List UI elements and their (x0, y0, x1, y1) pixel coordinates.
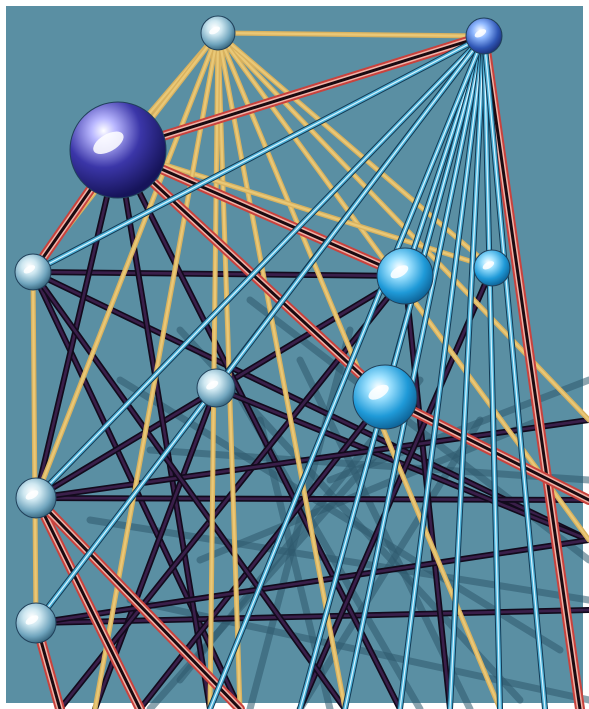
red-line-1 (113, 31, 489, 155)
shadow-line (246, 326, 354, 709)
bright-blue-sphere-lower (352, 364, 418, 430)
bright-blue-sphere-upper (376, 247, 434, 305)
shadow-line (116, 376, 564, 654)
red-line-6 (31, 493, 145, 709)
dark-line-18 (30, 269, 348, 709)
nodes-layer (14, 15, 511, 644)
center-node (196, 368, 236, 408)
dark-line-4 (33, 495, 589, 503)
left-node-lower (15, 602, 57, 644)
gold-line-6 (215, 30, 348, 709)
bright-blue-sphere-small (473, 249, 511, 287)
shadow-line (296, 416, 484, 709)
blue-line-2 (33, 33, 487, 501)
gold-line-1 (215, 30, 487, 39)
blue-line-8 (342, 33, 487, 709)
top-right-node (465, 17, 503, 55)
left-node-middle (15, 477, 57, 519)
dark-line-8 (115, 147, 403, 709)
blue-line-11 (481, 33, 503, 709)
blue-line-10 (447, 33, 487, 709)
dark-line-17 (33, 147, 121, 501)
top-left-node (200, 15, 236, 51)
blue-lines-layer (30, 33, 548, 709)
blue-line-13 (207, 33, 487, 709)
gold-line-13 (115, 147, 495, 271)
red-line-9 (380, 392, 589, 505)
blue-line-4 (213, 33, 487, 391)
red-line-4 (113, 145, 410, 281)
blue-line-1 (30, 33, 487, 275)
gold-line-12 (30, 269, 39, 626)
red-line-2 (479, 31, 585, 709)
left-node-upper (14, 253, 52, 291)
dark-line-1 (30, 269, 408, 279)
red-line-7 (31, 493, 245, 709)
blue-line-9 (397, 33, 487, 709)
gold-line-3 (33, 30, 221, 501)
blue-line-12 (481, 33, 548, 709)
large-purple-sphere (69, 101, 167, 199)
dark-line-12 (137, 394, 388, 709)
